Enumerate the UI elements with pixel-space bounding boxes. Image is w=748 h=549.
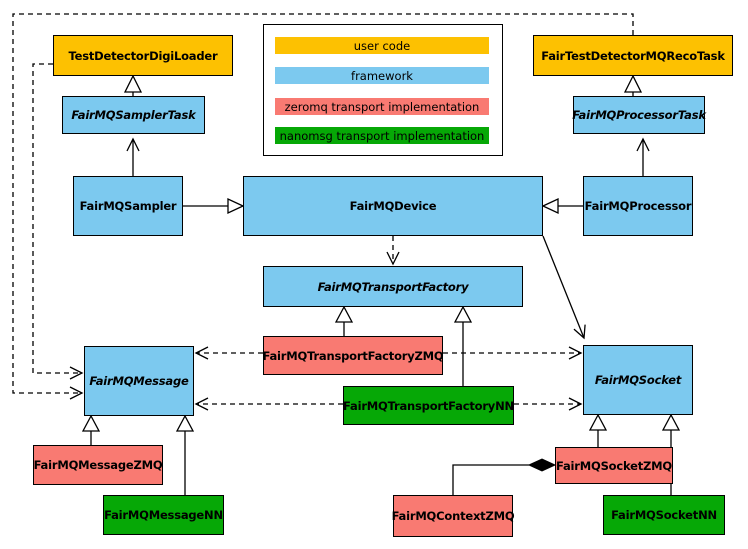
legend-item-zeromq: zeromq transport implementation bbox=[275, 98, 489, 115]
node-fairmqprocessortask: FairMQProcessorTask bbox=[572, 96, 706, 134]
node-label: FairMQSocket bbox=[594, 373, 682, 387]
edge-contextzmq-socketzmq-composition bbox=[452, 458, 557, 495]
node-fairmqcontextzmq: FairMQContextZMQ bbox=[391, 495, 515, 537]
node-label: TestDetectorDigiLoader bbox=[68, 48, 218, 63]
node-label: FairMQSocketNN bbox=[611, 508, 717, 522]
legend-label: nanomsg transport implementation bbox=[279, 128, 485, 143]
edge-samplertask-digiloader-inheritance bbox=[123, 74, 143, 96]
edge-sampler-device-inheritance bbox=[183, 197, 245, 215]
node-label: FairMQDevice bbox=[349, 199, 437, 213]
node-label: FairMQProcessor bbox=[584, 199, 692, 213]
node-label: FairMQProcessorTask bbox=[572, 108, 706, 122]
node-fairmqmessagezmq: FairMQMessageZMQ bbox=[33, 445, 163, 485]
legend-label: user code bbox=[353, 38, 411, 53]
edge-factoryzmq-factory-inheritance bbox=[334, 305, 354, 336]
node-fairmqsampler: FairMQSampler bbox=[73, 176, 183, 236]
edge-messagenn-message-inheritance bbox=[175, 414, 195, 495]
node-fairmqmessage: FairMQMessage bbox=[84, 346, 194, 416]
legend-item-user-code: user code bbox=[275, 37, 489, 54]
node-label: FairMQMessageNN bbox=[104, 508, 223, 522]
node-fairmqsocket: FairMQSocket bbox=[583, 345, 693, 415]
legend-label: framework bbox=[351, 68, 413, 83]
edge-digiloader-message-dependency bbox=[32, 63, 84, 380]
node-fairmqtransportfactoryzmq: FairMQTransportFactoryZMQ bbox=[262, 336, 444, 375]
node-label: FairMQContextZMQ bbox=[391, 509, 515, 523]
edge-processor-device-inheritance bbox=[541, 197, 583, 215]
node-fairmqsocketzmq: FairMQSocketZMQ bbox=[555, 447, 673, 484]
edge-processortask-recotask-inheritance bbox=[623, 74, 643, 96]
node-label: FairMQMessageZMQ bbox=[33, 458, 163, 472]
edge-messagezmq-message-inheritance bbox=[81, 414, 101, 445]
node-fairmqdevice: FairMQDevice bbox=[243, 176, 543, 236]
node-fairmqsamplertask: FairMQSamplerTask bbox=[62, 96, 205, 134]
node-fairmqtransportfactorynn: FairMQTransportFactoryNN bbox=[343, 386, 514, 425]
node-label: FairMQSocketZMQ bbox=[556, 458, 672, 473]
node-label: FairMQSamplerTask bbox=[71, 108, 196, 122]
legend-item-nanomsg: nanomsg transport implementation bbox=[275, 127, 489, 144]
node-label: FairMQSampler bbox=[79, 199, 177, 213]
legend-item-framework: framework bbox=[275, 67, 489, 84]
node-testdetectordigiloader: TestDetectorDigiLoader bbox=[53, 35, 233, 76]
edge-factorynn-factory-inheritance bbox=[453, 305, 473, 386]
node-fairmqprocessor: FairMQProcessor bbox=[583, 176, 693, 236]
node-fairtestdetectormqrecotask: FairTestDetectorMQRecoTask bbox=[533, 35, 733, 76]
node-fairmqmessagenn: FairMQMessageNN bbox=[103, 495, 224, 535]
edge-socketzmq-socket-inheritance bbox=[588, 413, 608, 447]
edge-recotask-message-dependency bbox=[12, 13, 634, 400]
edge-device-socket-association bbox=[542, 235, 586, 340]
node-label: FairTestDetectorMQRecoTask bbox=[541, 48, 725, 63]
node-fairmqsocketnn: FairMQSocketNN bbox=[603, 495, 725, 535]
legend-label: zeromq transport implementation bbox=[284, 99, 480, 114]
node-label: FairMQTransportFactoryZMQ bbox=[262, 348, 444, 363]
node-label: FairMQTransportFactory bbox=[317, 279, 469, 294]
node-label: FairMQTransportFactoryNN bbox=[343, 398, 514, 413]
legend: user code framework zeromq transport imp… bbox=[263, 24, 503, 156]
node-label: FairMQMessage bbox=[89, 374, 189, 388]
node-fairmqtransportfactory: FairMQTransportFactory bbox=[263, 266, 523, 307]
